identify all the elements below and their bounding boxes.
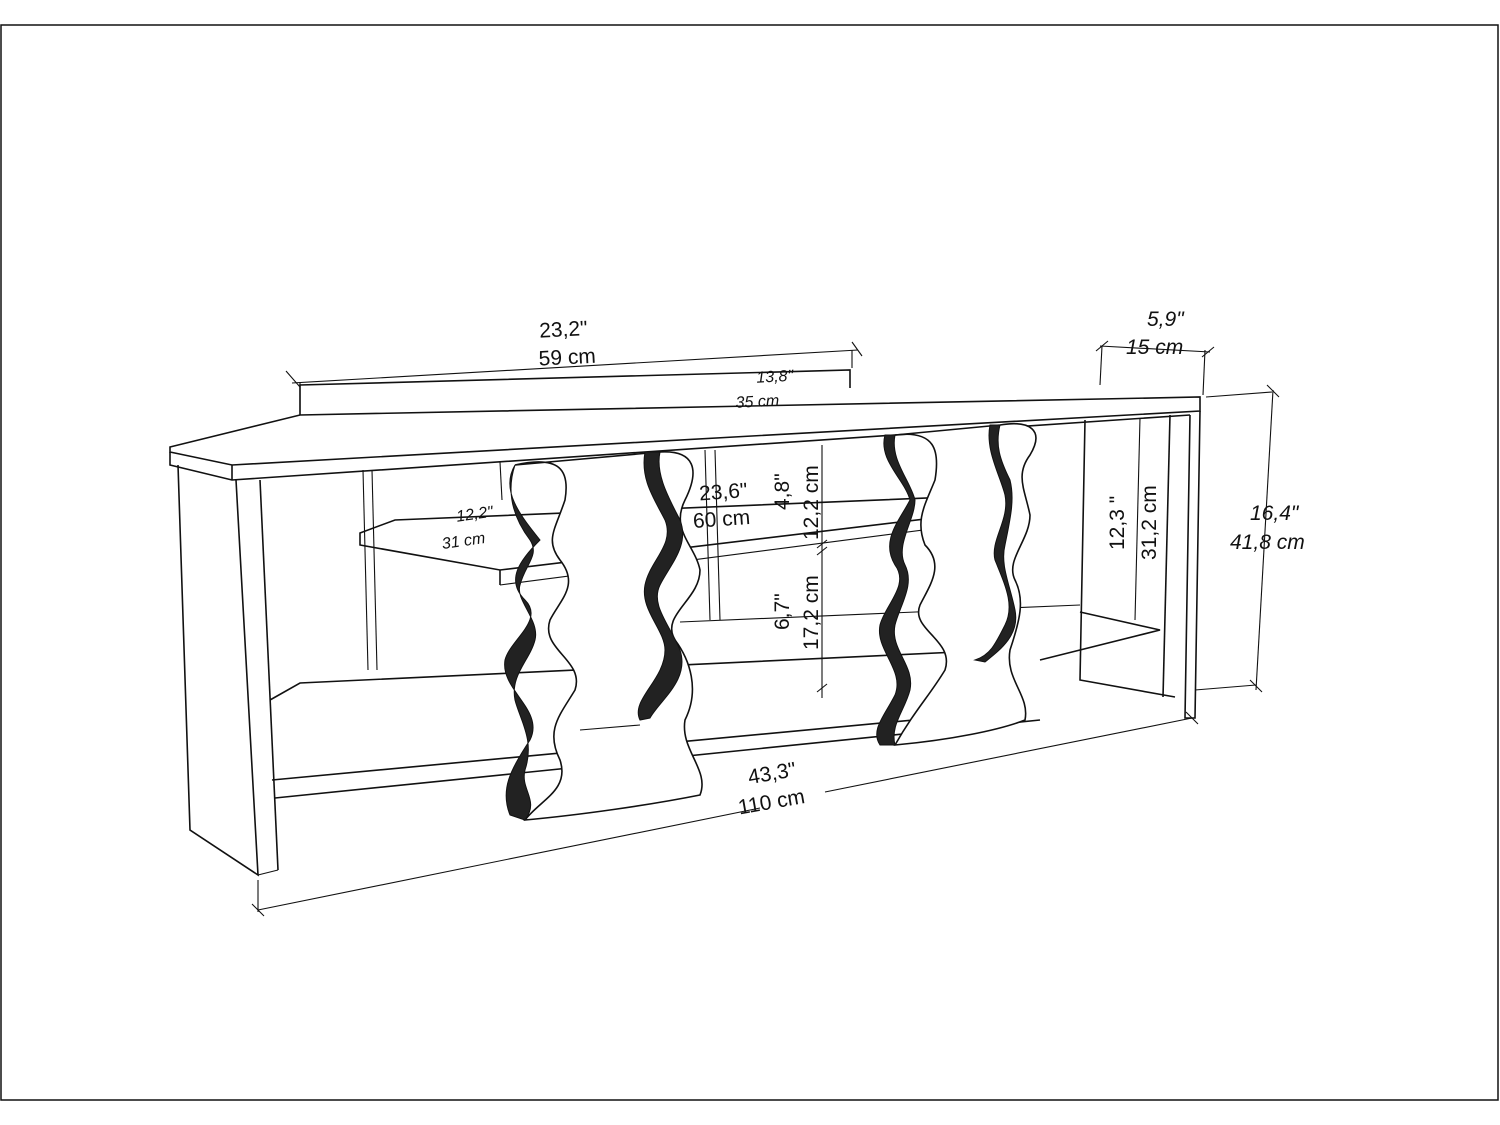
middle-shelf-width-inch: 23,6" <box>698 479 748 505</box>
side-depth-cm: 15 cm <box>1126 336 1183 359</box>
upper-gap-inch: 4,8" <box>771 473 794 510</box>
top-depth-inch: 13,8" <box>756 368 795 387</box>
wavy-leg-right <box>876 423 1037 746</box>
lower-gap-cm: 17,2 cm <box>800 575 823 650</box>
inner-height-inch: 12,3 " <box>1106 496 1129 550</box>
total-width-cm: 110 cm <box>736 785 806 819</box>
lower-gap-inch: 6,7" <box>771 593 794 630</box>
back-width-inch: 23,2" <box>539 317 588 342</box>
middle-shelf-width-cm: 60 cm <box>692 506 751 533</box>
top-depth-cm: 35 cm <box>735 393 779 412</box>
side-depth-inch: 5,9" <box>1147 308 1185 331</box>
total-height-cm: 41,8 cm <box>1230 531 1305 554</box>
middle-shelf-depth-cm: 31 cm <box>441 530 487 553</box>
tv-stand-body <box>169 369 1201 877</box>
dimension-labels: 23,2" 59 cm 13,8" 35 cm 5,9" 15 cm 16,4"… <box>441 308 1305 819</box>
total-height-inch: 16,4" <box>1250 502 1300 525</box>
wavy-leg-left <box>504 451 703 821</box>
middle-shelf-depth-inch: 12,2" <box>455 504 495 526</box>
dimension-lines <box>251 340 1280 917</box>
drawing-frame <box>0 24 1499 1101</box>
back-width-cm: 59 cm <box>538 345 596 371</box>
inner-height-cm: 31,2 cm <box>1138 485 1161 560</box>
total-width-inch: 43,3" <box>746 758 798 789</box>
upper-gap-cm: 12,2 cm <box>800 465 823 540</box>
